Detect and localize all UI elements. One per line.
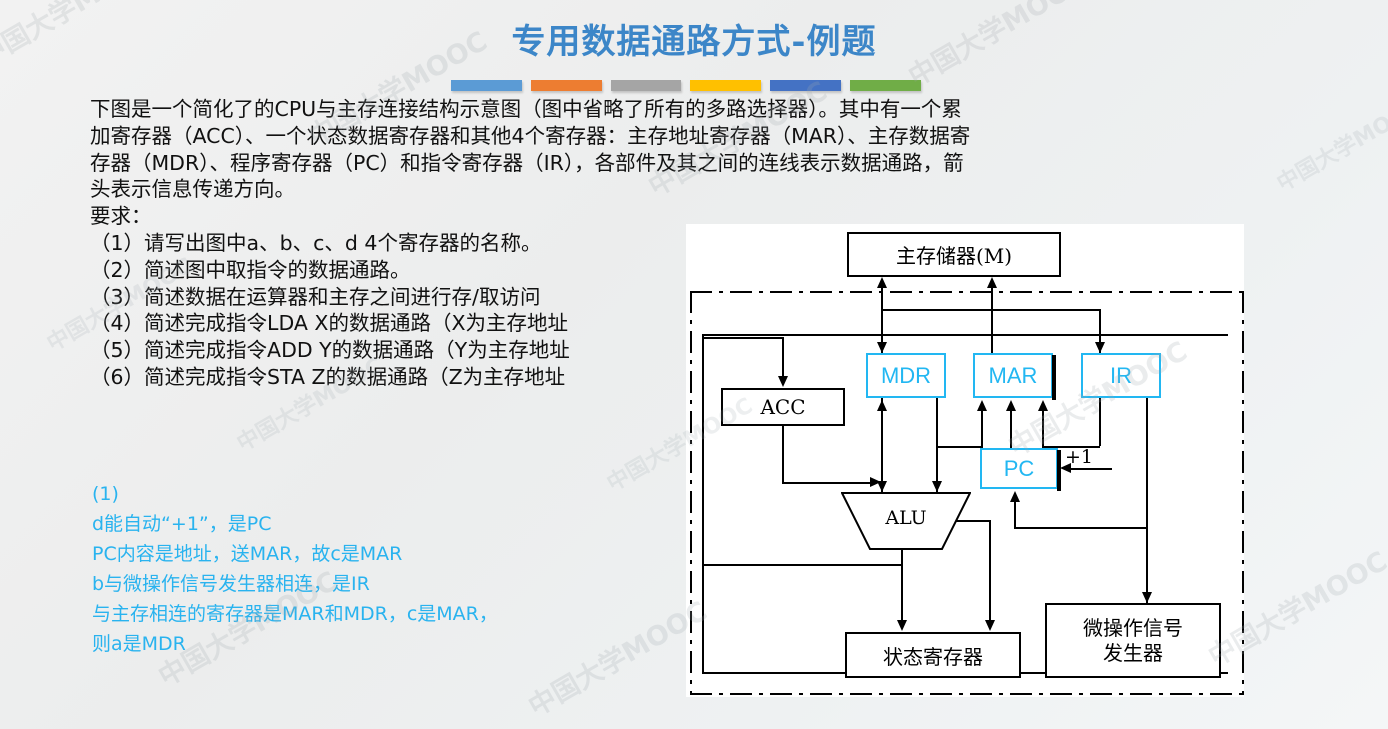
block-mar: MAR xyxy=(973,353,1053,398)
answer-line-3: PC内容是地址，送MAR，故c是MAR xyxy=(92,543,403,565)
wire-pc-in-h xyxy=(1014,527,1146,529)
wire-ir-out-right xyxy=(1146,398,1148,603)
wire-acc-feedback-drop xyxy=(782,337,784,376)
wire-mar-memory xyxy=(991,279,993,353)
arrow-up-memory-from-mar xyxy=(987,277,997,288)
requirements-list: （1）请写出图中a、b、c、d 4个寄存器的名称。 （2）简述图中取指令的数据通… xyxy=(90,230,1270,391)
pc-shadow xyxy=(1057,450,1061,491)
wire-acc-to-alu xyxy=(782,482,872,484)
arrow-up-into-pc xyxy=(1010,491,1020,502)
watermark-text: 中国大学MOOC xyxy=(1273,93,1388,197)
accent-bar-6 xyxy=(850,80,921,91)
arrow-down-to-ir xyxy=(1095,342,1105,353)
wire-result-bus-left xyxy=(703,564,902,566)
block-label-line1: 微操作信号 xyxy=(1083,615,1183,640)
arrow-down-to-status xyxy=(897,620,907,631)
block-acc: ACC xyxy=(721,388,845,426)
arrow-down-to-status-b xyxy=(985,620,995,631)
wire-alu-right-out xyxy=(956,520,991,522)
arrow-down-alu-right xyxy=(932,481,942,492)
accent-bar-5 xyxy=(770,80,842,91)
block-label: ACC xyxy=(760,395,806,419)
arrow-up-to-mdr-bottom xyxy=(877,400,887,411)
wire-into-mdr-bottom xyxy=(881,410,883,472)
arrow-up-to-memory xyxy=(877,277,887,288)
requirement-item-1: （1）请写出图中a、b、c、d 4个寄存器的名称。 xyxy=(90,230,542,255)
wire-mar-in-c-h xyxy=(1042,446,1100,448)
block-ir: IR xyxy=(1081,353,1161,398)
block-label: 状态寄存器 xyxy=(883,644,983,669)
mar-shadow xyxy=(1052,355,1056,400)
block-main-memory: 主存储器(M) xyxy=(847,232,1061,277)
answer-line-6: 则a是MDR xyxy=(92,633,186,655)
arrow-down-alu-left xyxy=(877,481,887,492)
block-label: MDR xyxy=(880,362,932,388)
arrow-down-to-mdr xyxy=(877,342,887,353)
accent-bar-3 xyxy=(610,80,682,91)
cpu-datapath-diagram: 主存储器(M) MDR MAR IR ACC PC +1 xyxy=(686,224,1244,697)
wire-alu-out xyxy=(901,550,903,622)
wire-mdr-memory xyxy=(881,279,883,353)
answer-block: (1) d能自动“+1”，是PC PC内容是地址，送MAR，故c是MAR b与微… xyxy=(92,479,692,659)
wire-pc-increment xyxy=(1070,468,1112,470)
accent-bar-1 xyxy=(451,80,522,91)
wire-ir-drop xyxy=(1099,309,1101,353)
answer-line-5: 与主存相连的寄存器是MAR和MDR，c是MAR， xyxy=(92,603,498,625)
wire-mar-in-c xyxy=(1042,410,1044,448)
question-paragraph-line: 下图是一个简化了的CPU与主存连接结构示意图（图中省略了所有的多路选择器）。其中… xyxy=(90,97,962,121)
wire-mdr-to-ir-bus xyxy=(881,309,1101,311)
requirement-item-6: （6）简述完成指令STA Z的数据通路（Z为主存地址 xyxy=(90,364,566,389)
block-label-line2: 发生器 xyxy=(1103,640,1163,665)
wire-alu-right-down xyxy=(989,520,991,622)
requirement-item-2: （2）简述图中取指令的数据通路。 xyxy=(90,257,411,282)
accent-bar-4 xyxy=(690,80,762,91)
wire-ir-out-left xyxy=(1099,398,1101,446)
question-paragraph-line: 存器（MDR）、程序寄存器（PC）和指令寄存器（IR），各部件及其之间的连线表示… xyxy=(90,150,964,175)
question-paragraph-line: 头表示信息传递方向。 xyxy=(90,177,295,202)
arrow-down-to-micro-op xyxy=(1142,592,1152,603)
requirement-item-5: （5）简述完成指令ADD Y的数据通路（Y为主存地址 xyxy=(90,338,570,363)
page-title: 专用数据通路方式-例题 xyxy=(511,22,877,62)
block-micro-op-generator: 微操作信号 发生器 xyxy=(1045,603,1221,678)
block-label-alu: ALU xyxy=(885,507,927,529)
question-body: 下图是一个简化了的CPU与主存连接结构示意图（图中省略了所有的多路选择器）。其中… xyxy=(90,96,1270,391)
arrow-left-into-pc xyxy=(1060,463,1071,473)
block-label: IR xyxy=(1110,362,1132,388)
wire-alu-right-input xyxy=(936,398,938,492)
wire-acc-out xyxy=(782,426,784,484)
block-alu xyxy=(841,492,971,550)
accent-bar-group xyxy=(451,80,921,91)
accent-bar-2 xyxy=(530,80,602,91)
wire-mar-in-a-h xyxy=(936,446,982,448)
wire-mar-in-a xyxy=(981,410,983,448)
alu-shape xyxy=(841,492,971,550)
increment-label: +1 xyxy=(1065,446,1094,468)
arrow-up-to-mar-c xyxy=(1038,400,1048,411)
block-label: MAR xyxy=(988,362,1038,388)
wire-mar-in-b xyxy=(1010,410,1012,448)
block-mdr: MDR xyxy=(866,353,946,398)
block-label: 主存储器(M) xyxy=(895,244,1013,268)
arrow-right-to-alu xyxy=(870,477,881,487)
arrow-down-to-acc xyxy=(778,376,788,387)
arrow-up-to-mar-b xyxy=(1006,400,1016,411)
answer-line-1: (1) xyxy=(92,483,119,505)
requirement-item-4: （4）简述完成指令LDA X的数据通路（X为主存地址 xyxy=(90,311,569,336)
answer-line-4: b与微操作信号发生器相连，是IR xyxy=(92,573,370,595)
arrow-up-to-mar-a xyxy=(977,400,987,411)
requirement-item-3: （3）简述数据在运算器和主存之间进行存/取访问 xyxy=(90,284,541,309)
block-label: PC xyxy=(1003,455,1035,481)
question-paragraph-line: 加寄存器（ACC）、一个状态数据寄存器和其他4个寄存器：主存地址寄存器（MAR）… xyxy=(90,123,971,148)
block-status-register: 状态寄存器 xyxy=(845,632,1021,678)
wire-pc-in xyxy=(1014,501,1016,529)
wire-acc-feedback-top xyxy=(703,337,783,339)
answer-line-2: d能自动“+1”，是PC xyxy=(92,513,272,535)
block-pc: PC xyxy=(980,448,1058,489)
requirements-label: 要求： xyxy=(90,204,152,229)
